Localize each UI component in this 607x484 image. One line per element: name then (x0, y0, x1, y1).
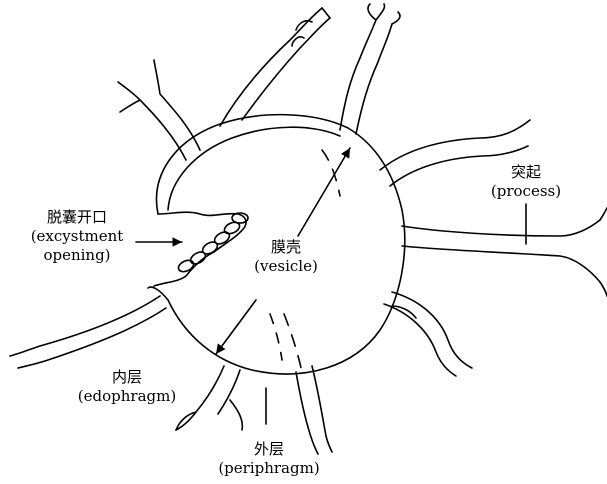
process-right-tips (600, 208, 607, 296)
label-periphragm-cn: 外层 (204, 440, 334, 459)
label-process: 突起 (process) (478, 163, 574, 201)
arrow-endophragm (216, 300, 256, 354)
endophragm-dash-1 (322, 150, 340, 196)
process-top-left (178, 132, 262, 222)
process-right-lower (384, 292, 472, 376)
process-upper-tip (292, 8, 330, 46)
label-excystment-opening-cn: 脱囊开口 (18, 208, 136, 227)
label-vesicle-cn: 膜壳 (238, 238, 334, 257)
label-endophragm-cn: 内层 (62, 368, 192, 387)
label-process-en: (process) (478, 182, 574, 201)
label-vesicle-en: (vesicle) (238, 257, 334, 276)
arrow-vesicle (298, 148, 350, 236)
inner-wall-top (168, 127, 340, 210)
process-right-lower-branch (392, 306, 416, 318)
label-excystment-opening-en2: opening) (18, 246, 136, 265)
label-periphragm: 外层 (periphragm) (204, 440, 334, 478)
endophragm-dash-2 (284, 314, 302, 372)
label-periphragm-en: (periphragm) (204, 459, 334, 478)
process-left-branch (118, 60, 200, 160)
label-process-cn: 突起 (478, 163, 574, 182)
process-left-lower (10, 296, 166, 368)
process-right (402, 220, 600, 282)
label-excystment-opening-en1: (excystment (18, 227, 136, 246)
process-upper (220, 8, 330, 126)
label-excystment-opening: 脱囊开口 (excystment opening) (18, 208, 136, 265)
label-endophragm: 内层 (edophragm) (62, 368, 192, 406)
endophragm-dash-3 (270, 314, 282, 360)
label-vesicle: 膜壳 (vesicle) (238, 238, 334, 276)
process-top-center-tips (368, 4, 400, 24)
process-top-center (340, 20, 392, 134)
label-endophragm-en: (edophragm) (62, 387, 192, 406)
